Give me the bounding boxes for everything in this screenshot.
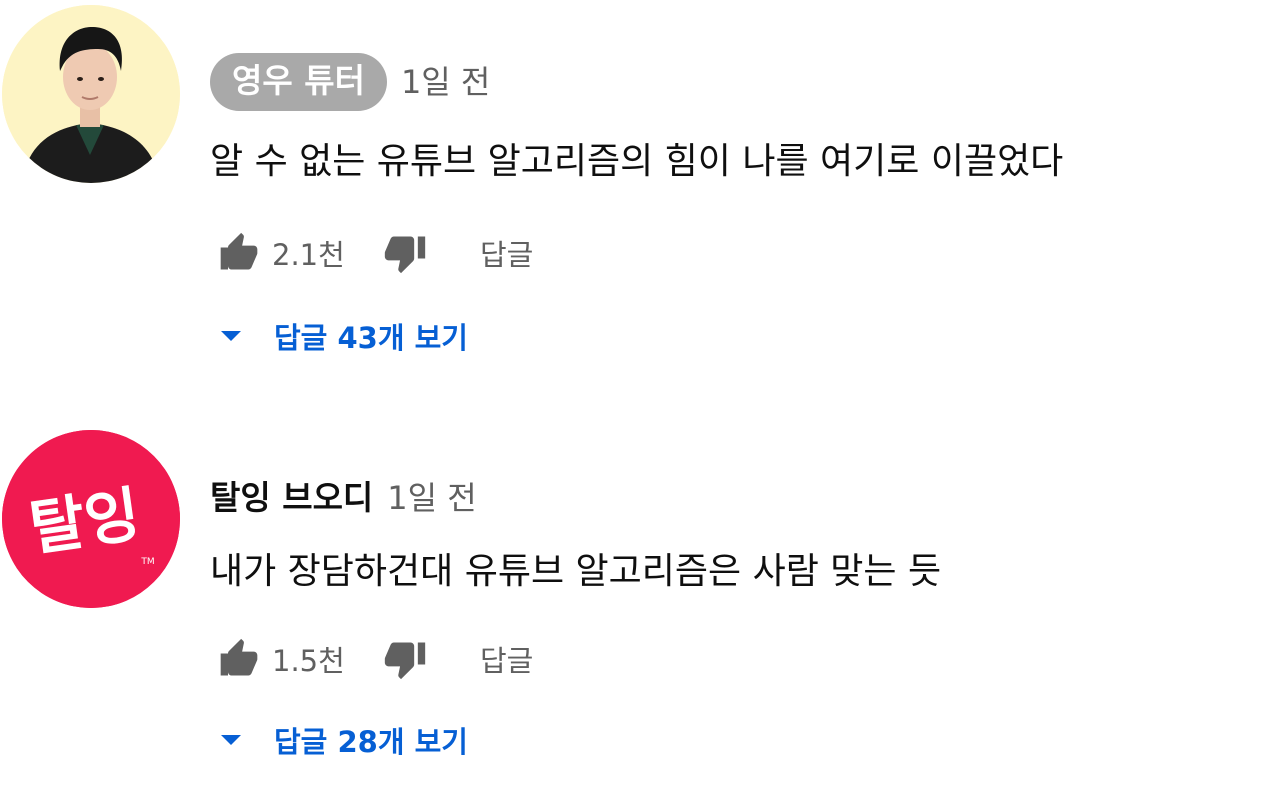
thumbs-down-icon [384,236,426,274]
thumbs-up-icon [220,638,258,676]
thumbs-up-icon [220,232,258,270]
like-button[interactable] [216,230,262,276]
like-button[interactable] [216,636,262,682]
dislike-button[interactable] [382,230,428,276]
dislike-button[interactable] [382,636,428,682]
view-replies-button[interactable]: 답글 28개 보기 [214,716,468,764]
comment-timestamp[interactable]: 1일 전 [387,479,477,517]
author-name[interactable]: 영우 튜터 [210,53,387,111]
comment-text: 알 수 없는 유튜브 알고리즘의 힘이 나를 여기로 이끌었다 [210,141,1064,182]
comment-header: 탈잉 브오디 1일 전 [210,468,477,528]
reply-button[interactable]: 답글 [480,644,534,678]
avatar[interactable] [2,5,180,183]
comment-actions: 2.1천 답글 [216,229,533,277]
svg-text:탈잉: 탈잉 [25,480,144,565]
svg-text:TM: TM [140,557,154,567]
comment-text: 내가 장담하건대 유튜브 알고리즘은 사람 맞는 듯 [210,551,942,592]
like-count: 2.1천 [272,238,345,272]
taling-logo-avatar-icon: 탈잉 TM [2,430,180,608]
caret-down-icon [214,319,248,353]
caret-down-icon [214,723,248,757]
person-photo-avatar-icon [2,5,180,183]
thumbs-down-icon [384,642,426,680]
avatar[interactable]: 탈잉 TM [2,430,180,608]
comment-actions: 1.5천 답글 [216,635,533,683]
like-count: 1.5천 [272,644,345,678]
comment-header: 영우 튜터 1일 전 [210,52,490,112]
comment-timestamp[interactable]: 1일 전 [400,63,491,101]
view-replies-label: 답글 43개 보기 [274,321,468,355]
view-replies-button[interactable]: 답글 43개 보기 [214,312,468,360]
reply-button[interactable]: 답글 [480,238,534,272]
view-replies-label: 답글 28개 보기 [274,725,468,759]
author-name[interactable]: 탈잉 브오디 [210,478,374,517]
